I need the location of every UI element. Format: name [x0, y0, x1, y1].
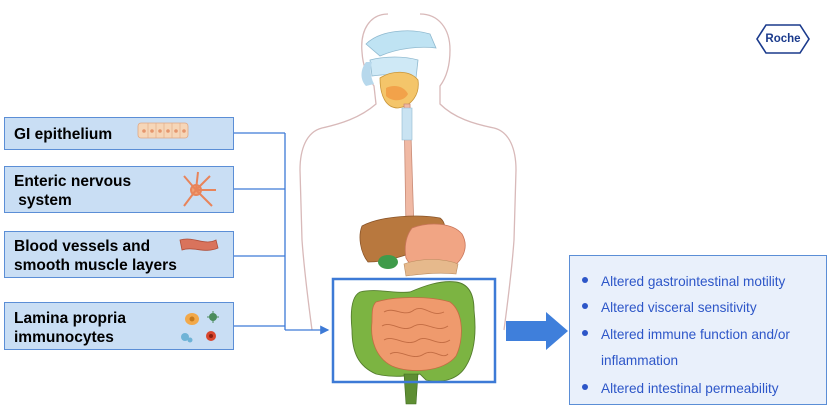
head-cavity [361, 30, 437, 109]
bullet-icon [582, 384, 588, 391]
box-label: Blood vessels and smooth muscle layers [14, 238, 177, 274]
box-label: Enteric nervous system [14, 173, 132, 209]
effect-item-continuation: inflammation [601, 352, 678, 370]
box-blood-vessels: Blood vessels and smooth muscle layers [4, 231, 234, 278]
rectum [403, 373, 419, 405]
connector-lines [234, 132, 330, 335]
body-outline [299, 13, 517, 331]
effect-text: inflammation [601, 353, 679, 368]
effect-item: Altered visceral sensitivity [582, 299, 757, 317]
effects-box: Altered gastrointestinal motility Altere… [569, 255, 827, 405]
effect-item: Altered intestinal permeability [582, 380, 779, 398]
box-lamina-propria: Lamina propria immunocytes [4, 302, 234, 350]
intestine-highlight-box [331, 277, 497, 384]
esophagus [401, 103, 415, 231]
gallbladder [378, 255, 398, 269]
bullet-icon [582, 303, 588, 310]
box-label: GI epithelium [14, 126, 113, 143]
roche-logo-hexagon [756, 24, 810, 54]
logo-text: Roche [765, 33, 801, 45]
effect-arrow [506, 312, 568, 350]
effect-text: Altered visceral sensitivity [601, 300, 757, 315]
box-enteric-nervous-system: Enteric nervous system [4, 166, 234, 213]
effect-text: Altered intestinal permeability [601, 381, 779, 396]
effect-text: Altered gastrointestinal motility [601, 274, 786, 289]
pancreas [403, 259, 459, 277]
box-gi-epithelium: GI epithelium [4, 117, 234, 150]
small-intestine-folds [381, 308, 451, 357]
effect-item: Altered immune function and/or [582, 326, 790, 344]
roche-logo: Roche [757, 24, 809, 54]
effect-text: Altered immune function and/or [601, 327, 790, 342]
bullet-icon [582, 330, 588, 337]
bullet-icon [582, 277, 588, 284]
box-label: Lamina propria immunocytes [14, 310, 126, 346]
effect-item: Altered gastrointestinal motility [582, 273, 785, 291]
